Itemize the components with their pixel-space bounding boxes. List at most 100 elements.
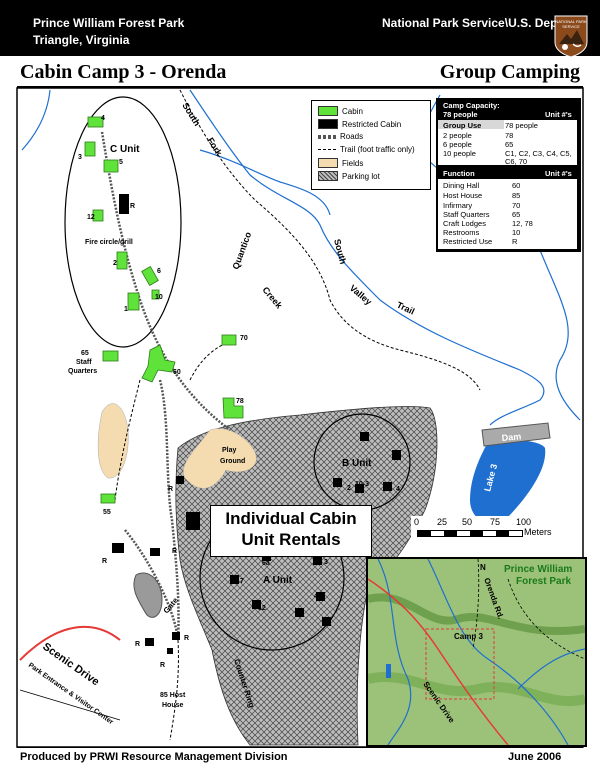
streams — [21, 89, 581, 426]
capacity-table: Camp Capacity: 78 people Unit #'s Group … — [436, 98, 581, 252]
legend-restricted-swatch — [318, 119, 338, 129]
b-cabin-2 — [392, 450, 401, 460]
b-cabin-3 — [333, 478, 342, 487]
inset-camp-label: Camp 3 — [454, 632, 483, 641]
capacity-row-value-0: 78 — [505, 131, 514, 140]
legend-cabin-swatch — [318, 106, 338, 116]
label-c3: 3 — [78, 154, 82, 161]
label-c5: 5 — [119, 159, 123, 166]
label-south-valley-3: Trail — [395, 300, 416, 317]
cabin-c5 — [103, 159, 119, 173]
label-dam: Dam — [501, 431, 521, 443]
restricted-cabin-r3 — [172, 632, 180, 640]
label-b-unit: B Unit — [342, 458, 372, 469]
function-value-6: R — [512, 237, 518, 246]
function-label-3: Staff Quarters — [443, 210, 490, 219]
function-value-4: 12, 78 — [512, 219, 533, 228]
label-r2: R — [102, 558, 107, 565]
scale-graphic — [417, 530, 523, 537]
label-r-c: R — [130, 203, 135, 210]
scale-tick-3: 75 — [490, 517, 501, 527]
cabins — [84, 116, 244, 504]
footer-credit: Produced by PRWI Resource Management Div… — [20, 751, 288, 763]
function-label: Function — [443, 169, 475, 178]
function-label-2: Infirmary — [443, 201, 473, 210]
restricted-cabin-a1 — [186, 512, 200, 530]
label-c12: 12 — [87, 214, 95, 221]
function-label-0: Dining Hall — [443, 181, 480, 190]
restricted-cabin-r2 — [145, 638, 154, 646]
function-value-0: 60 — [512, 181, 521, 190]
function-label-4: Craft Lodges — [443, 219, 486, 228]
function-value-2: 70 — [512, 201, 521, 210]
legend-trail-swatch — [318, 149, 336, 150]
nps-arrowhead-logo-icon: NATIONAL PARK SERVICE — [554, 15, 588, 58]
capacity-row-value-1: 65 — [505, 140, 514, 149]
label-c10: 10 — [155, 294, 163, 301]
scale-tick-2: 50 — [462, 517, 473, 527]
scale-bar: 0 25 50 75 100 Meters — [411, 516, 561, 542]
label-play-2: Ground — [220, 458, 245, 465]
label-host-1: 85 Host — [160, 692, 186, 699]
legend-parking-swatch — [318, 171, 338, 181]
label-a3: 3 — [324, 559, 328, 566]
scale-tick-4: 100 — [516, 517, 532, 527]
capacity-total: 78 people — [443, 110, 478, 119]
label-r1: R — [168, 486, 173, 493]
capacity-row-label-0: 2 people — [443, 131, 472, 140]
a-cabin-5 — [322, 617, 331, 626]
label-craft: 78 — [236, 398, 244, 405]
scenic-drive-road — [19, 625, 121, 661]
label-a4: 4 — [314, 593, 318, 600]
function-value-1: 85 — [512, 191, 521, 200]
agency-name: National Park Service\U.S. Depa — [382, 16, 565, 30]
cabin-78 — [222, 397, 244, 419]
label-gate: Gate — [162, 595, 181, 615]
label-r3: R — [172, 548, 177, 555]
capacity-row-label-1: 6 people — [443, 140, 472, 149]
capacity-row-value-3: C6, 70 — [505, 157, 528, 166]
inset-map-graphic: Prince William Forest Park Camp 3 Orenda… — [368, 559, 585, 745]
cabin-55 — [100, 493, 116, 504]
function-label-6: Restricted Use — [443, 237, 493, 246]
field-playground — [183, 428, 257, 489]
restricted-cabins — [112, 194, 401, 654]
label-b103: 10-3 — [355, 481, 369, 488]
camp-type: Group Camping — [439, 61, 580, 83]
field-west — [97, 403, 129, 479]
label-dining: 60 — [173, 369, 181, 376]
a-cabin-3 — [313, 556, 322, 565]
restricted-cabin-c — [119, 194, 129, 214]
lake-3 — [470, 440, 546, 524]
b-cabin-4 — [355, 484, 364, 493]
label-staff-2: Quarters — [68, 368, 97, 375]
legend-parking-label: Parking lot — [342, 171, 380, 181]
restricted-cabin-west — [112, 543, 124, 553]
rentals-line-2: Unit Rentals — [241, 530, 341, 549]
label-c-unit: C Unit — [110, 144, 140, 155]
label-r5: R — [160, 662, 165, 669]
cabin-c10 — [151, 289, 160, 300]
cabin-c12 — [92, 209, 104, 222]
title-bar: Cabin Camp 3 - Orenda Group Camping — [17, 60, 583, 86]
label-r6: R — [184, 635, 189, 642]
label-cabin-55: 55 — [103, 509, 111, 516]
function-value-5: 10 — [512, 228, 521, 237]
cabin-c4 — [87, 116, 104, 128]
a-cabin-12 — [252, 600, 261, 609]
cabin-c1 — [127, 292, 140, 311]
capacity-row-value-2: C1, C2, C3, C4, C5, — [505, 149, 572, 158]
capacity-heading: Camp Capacity: — [443, 101, 500, 110]
b-cabin-5 — [383, 482, 392, 491]
label-infirmary: 70 — [240, 335, 248, 342]
roads — [100, 131, 231, 641]
cabin-c3 — [84, 141, 96, 157]
label-b4: 4 — [396, 486, 400, 493]
cabin-c2 — [116, 251, 128, 270]
legend-trail-label: Trail (foot traffic only) — [340, 145, 415, 154]
a-cabin-4 — [316, 592, 325, 601]
capacity-row-label-2: 10 people — [443, 149, 476, 158]
inset-park-1: Prince William — [504, 564, 572, 575]
b-cabin-1 — [360, 432, 369, 441]
